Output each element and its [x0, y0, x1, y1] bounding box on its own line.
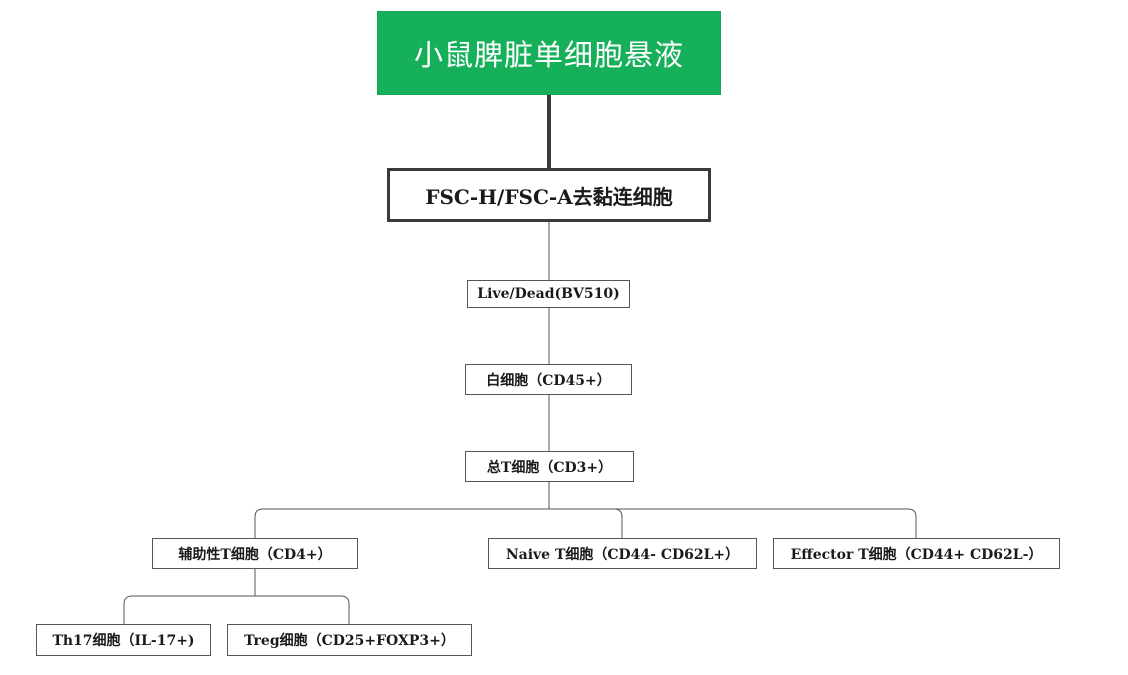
node-leukocytes-label: 白细胞（CD45+）: [486, 372, 611, 389]
node-spleen-suspension-label: 小鼠脾脏单细胞悬液: [413, 38, 684, 72]
node-singlets-label: FSC-H/FSC-A去黏连细胞: [425, 184, 673, 209]
node-spleen-suspension: 小鼠脾脏单细胞悬液: [377, 11, 721, 95]
node-leukocytes: 白细胞（CD45+）: [465, 364, 632, 395]
node-live-dead: Live/Dead(BV510): [467, 280, 630, 308]
node-total-t-cells-label: 总T细胞（CD3+）: [486, 459, 613, 476]
node-total-t-cells: 总T细胞（CD3+）: [465, 451, 634, 482]
node-naive-t-cells-label: Naive T细胞（CD44- CD62L+）: [505, 546, 740, 563]
node-effector-t-cells-label: Effector T细胞（CD44+ CD62L-）: [790, 546, 1043, 563]
node-th17-cells-label: Th17细胞（IL-17+): [52, 633, 195, 649]
node-live-dead-label: Live/Dead(BV510): [477, 286, 620, 302]
node-th17-cells: Th17细胞（IL-17+): [36, 624, 211, 656]
node-singlets: FSC-H/FSC-A去黏连细胞: [387, 168, 711, 222]
node-treg-cells-label: Treg细胞（CD25+FOXP3+）: [244, 633, 455, 649]
node-helper-t-cells-label: 辅助性T细胞（CD4+）: [178, 546, 332, 563]
node-effector-t-cells: Effector T细胞（CD44+ CD62L-）: [773, 538, 1060, 569]
branch-cd3-children: [254, 508, 917, 538]
node-treg-cells: Treg细胞（CD25+FOXP3+）: [227, 624, 472, 656]
node-naive-t-cells: Naive T细胞（CD44- CD62L+）: [488, 538, 757, 569]
node-helper-t-cells: 辅助性T细胞（CD4+）: [152, 538, 358, 569]
branch-cd4-children: [123, 595, 350, 624]
